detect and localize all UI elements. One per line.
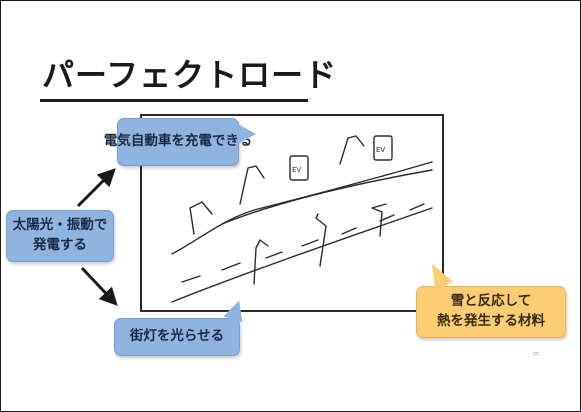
callout-text: 雪と反応して — [450, 293, 532, 310]
road-lower-edge — [171, 207, 433, 303]
ev-charger-label: EV — [376, 146, 385, 154]
ev-charger — [373, 135, 393, 161]
road-upper-edge — [171, 161, 433, 255]
lane-dash — [379, 214, 395, 222]
streetlight-post — [253, 239, 269, 285]
callout-text: 街灯を光らせる — [129, 328, 225, 345]
lane-dash — [341, 227, 357, 235]
callout-text: 電気自動車を — [103, 133, 185, 150]
lane-dash — [181, 275, 201, 283]
streetlight-post — [239, 165, 265, 205]
footnote-mark: = — [532, 349, 540, 359]
ev-charger-label: EV — [292, 166, 301, 174]
streetlight-post — [339, 135, 365, 165]
callout-text: 充電できる — [184, 133, 253, 150]
callout-solar-vibration: 太陽光・振動で 発電する — [6, 210, 114, 262]
road-curb-line — [221, 169, 433, 225]
streetlight-post — [189, 201, 213, 235]
callout-text: 発電する — [33, 237, 87, 253]
callout-streetlight: 街灯を光らせる — [114, 318, 240, 356]
streetlight-post — [371, 203, 387, 237]
ev-charger — [289, 155, 309, 181]
road-illustration: EV EV — [171, 135, 433, 303]
arrow-down-icon — [80, 266, 118, 306]
arrow-up-icon — [76, 168, 116, 208]
lane-dash — [409, 203, 425, 211]
page-title: パーフェクトロード — [42, 56, 338, 94]
lane-dash — [221, 262, 241, 271]
callout-text: 太陽光・振動で — [12, 217, 108, 234]
callout-text: 熱を発生する材料 — [437, 313, 545, 329]
callout-snow-material: 雪と反応して 熱を発生する材料 — [416, 286, 566, 338]
title-underline — [40, 99, 308, 102]
lane-dash — [265, 251, 283, 259]
callout-ev-charging: 電気自動車を 充電できる — [104, 118, 252, 166]
streetlight-post — [315, 213, 327, 267]
callout-tail — [238, 124, 256, 144]
lane-dash — [301, 239, 319, 247]
